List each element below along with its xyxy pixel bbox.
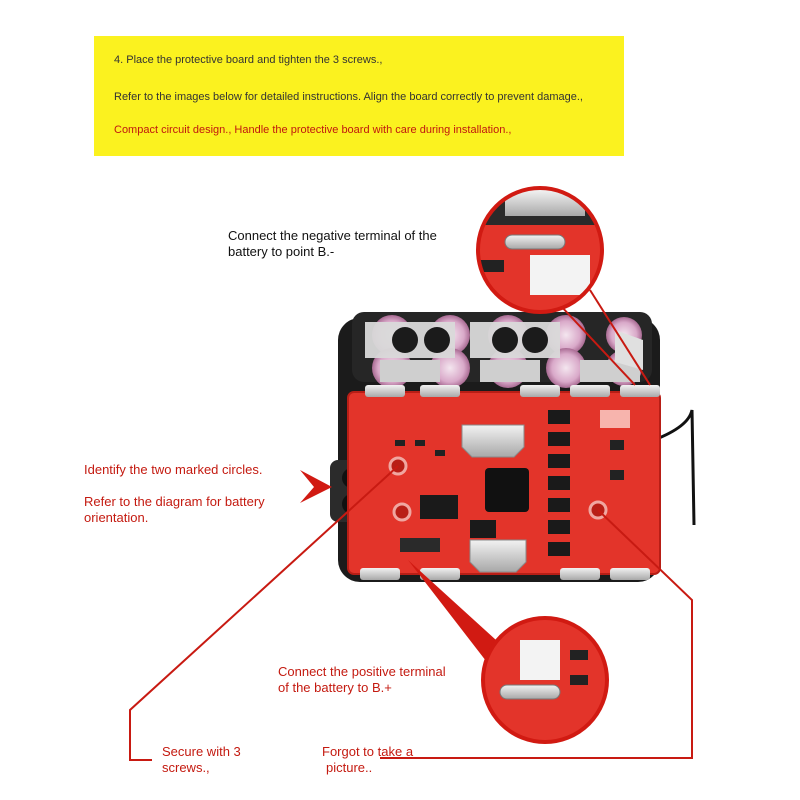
note-line: screws., [162,760,210,776]
note-line: Connect the negative terminal of the [228,228,437,243]
arrow-right-icon [300,470,332,503]
instruction-caution: Compact circuit design., Handle the prot… [114,124,512,136]
lead-wire [653,409,696,526]
note-orientation: Refer to the diagram for battery orienta… [84,494,265,527]
note-line: picture.. [326,760,373,776]
instruction-step: 4. Place the protective board and tighte… [114,54,383,66]
control-ic [420,495,458,519]
spring-clip-top [461,424,525,458]
note-line: Secure with 3 [162,744,241,759]
note-line: Refer to the diagram for battery [84,494,265,509]
instruction-detail: Refer to the images below for detailed i… [114,91,583,103]
note-marked-circles: Identify the two marked circles. [84,462,263,477]
protection-board [347,385,661,580]
note-positive-terminal: Connect the positive terminal of the bat… [278,664,446,697]
nickel-strips [365,322,643,382]
mount-hole [392,502,412,522]
zoom-circle-positive [481,616,609,744]
callout-lines [129,289,693,761]
note-line: orientation. [84,510,149,526]
note-line: Forgot to take a [322,744,414,759]
mosfet-array [548,410,570,556]
inductor [485,468,529,512]
note-line: Connect the positive terminal [278,664,446,679]
note-negative-terminal: Connect the negative terminal of the bat… [228,228,437,261]
zoom-circle-negative [476,186,604,314]
note-line: battery to point B.- [228,244,335,260]
note-line: of the battery to B.+ [278,680,392,696]
note-forgot-picture: Forgot to take a picture.. [322,744,413,777]
spring-clip-bottom [469,539,527,573]
instruction-banner: 4. Place the protective board and tighte… [94,36,624,156]
note-screws: Secure with 3 screws., [162,744,241,777]
